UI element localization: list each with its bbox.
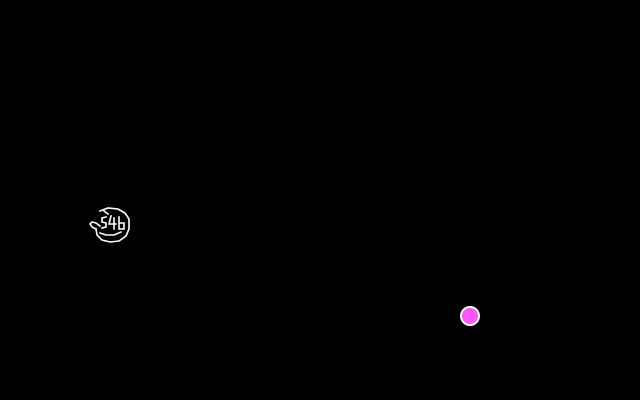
glyph-top-tick — [102, 209, 110, 216]
magenta-dot-icon — [460, 306, 480, 326]
scribble-glyph-icon — [88, 207, 130, 243]
glyph-outer-loop — [95, 207, 130, 243]
glyph-inner-4 — [107, 215, 117, 230]
glyph-inner-s — [101, 216, 107, 229]
glyph-left-hook — [88, 221, 102, 231]
glyph-lower-swirl — [98, 230, 123, 236]
glyph-inner-b — [118, 216, 125, 230]
